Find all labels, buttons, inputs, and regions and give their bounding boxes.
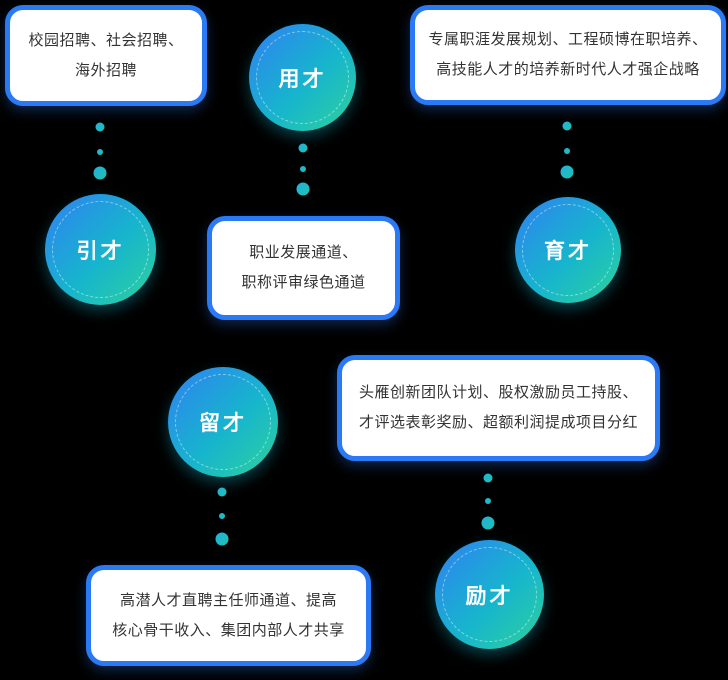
node-circle-yucai: 育才 [515,197,621,303]
bubble-text-line: 校园招聘、社会招聘、 [28,31,184,49]
node-label: 引才 [76,239,125,263]
connector-dot [481,516,495,530]
bubble-retention-measures: 高潜人才直聘主任师通道、提高 核心骨干收入、集团内部人才共享 [86,565,371,666]
node-circle-yongcai: 用才 [249,24,356,131]
connector-dot [217,487,227,497]
bubble-text-line: 高技能人才的培养新时代人才强企战略 [436,61,700,78]
bubble-text-line: 专属职涯发展规划、工程硕博在职培养、 [428,31,708,48]
connector-dot [215,532,229,546]
bubble-incentive-programs: 头雁创新团队计划、股权激励员工持股、 才评选表彰奖励、超额利润提成项目分红 [337,355,660,461]
bubble-text-line: 职称评审绿色通道 [241,274,366,291]
node-circle-licai: 励才 [435,540,544,649]
bubble-training-programs: 专属职涯发展规划、工程硕博在职培养、 高技能人才的培养新时代人才强企战略 [410,5,726,105]
bubble-recruitment-channels: 校园招聘、社会招聘、 海外招聘 [5,5,207,106]
connector-dot [298,143,308,153]
connector-dot [483,473,493,483]
bubble-text-line: 高潜人才直聘主任师通道、提高 [119,591,337,609]
connector-dot [95,122,105,132]
node-label: 育才 [544,240,592,263]
node-circle-yincai: 引才 [45,194,156,305]
connector-dot [296,182,310,196]
bubble-text-line: 头雁创新团队计划、股权激励员工持股、 [358,384,638,401]
connector-dot [485,498,491,504]
connector-dot [564,148,570,154]
bubble-text-line: 海外招聘 [74,61,137,79]
node-label: 留才 [199,412,247,435]
connector-dot [219,513,225,519]
connector-dot [93,166,107,180]
connector-dot [300,166,306,172]
bubble-career-path: 职业发展通道、 职称评审绿色通道 [207,216,400,320]
bubble-text-line: 核心骨干收入、集团内部人才共享 [112,621,345,639]
connector-dot [97,149,103,155]
connector-dot [562,121,572,131]
node-circle-liucai: 留才 [168,367,278,477]
connector-dot [560,165,574,179]
node-label: 用才 [278,67,327,91]
bubble-text-line: 职业发展通道、 [249,244,358,261]
node-label: 励才 [465,584,514,608]
bubble-text-line: 才评选表彰奖励、超额利润提成项目分红 [358,414,638,431]
